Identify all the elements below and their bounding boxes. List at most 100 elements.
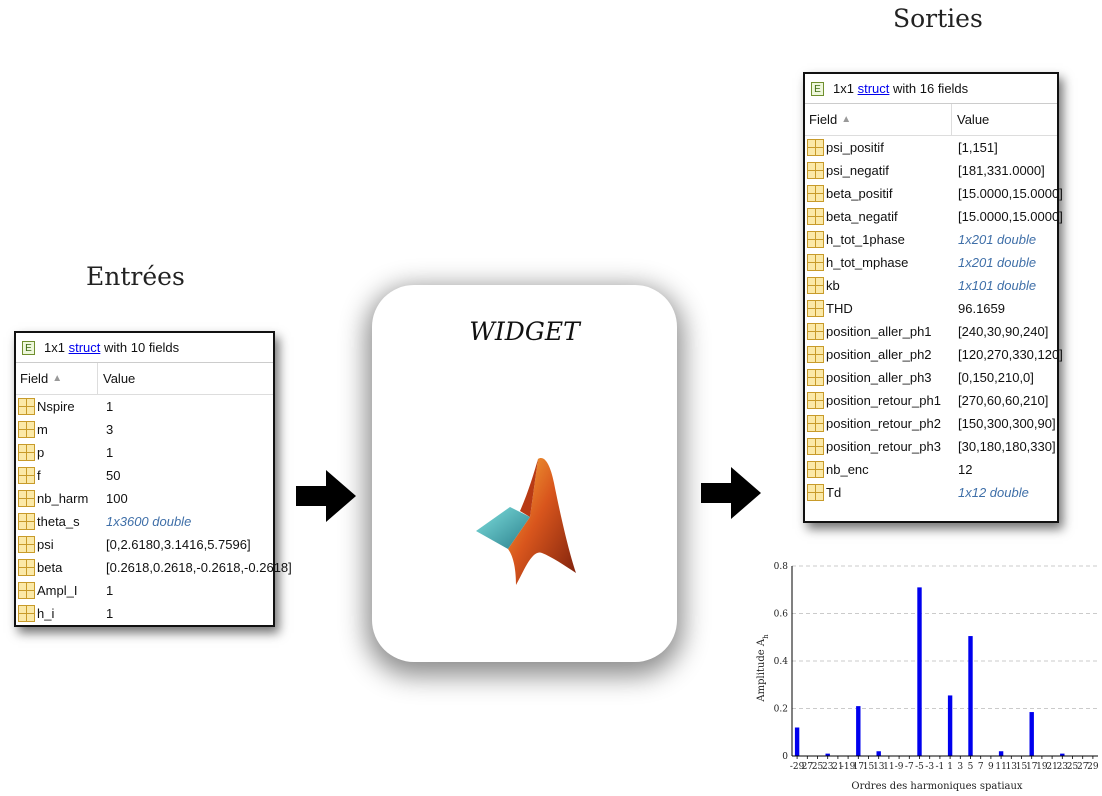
x-tick-label: 17: [853, 762, 865, 772]
struct-link[interactable]: struct: [857, 81, 890, 96]
field-row[interactable]: THD 96.1659: [805, 297, 1057, 320]
y-tick-label: 0.6: [774, 610, 789, 620]
field-name: beta_negatif: [826, 209, 898, 224]
x-tick-label: 21: [832, 762, 843, 772]
field-name: Td: [826, 485, 842, 500]
field-name: beta_positif: [826, 186, 893, 201]
field-grid-icon: [805, 162, 826, 179]
field-row[interactable]: beta_negatif [15.0000,15.0000]: [805, 205, 1063, 228]
x-tick-label: 23: [822, 762, 834, 772]
field-row[interactable]: beta_positif[15.0000,15.0000]: [805, 182, 1063, 205]
struct-icon: E: [811, 81, 824, 96]
field-row[interactable]: position_aller_ph3[0,150,210,0]: [805, 366, 1057, 389]
field-grid-icon: [16, 605, 37, 622]
x-tick-label: 7: [978, 762, 984, 772]
field-row[interactable]: beta[0.2618,0.2618,-0.2618,-0.2618]: [16, 556, 292, 579]
field-column-header[interactable]: Field▲: [16, 363, 98, 394]
field-grid-icon: [16, 559, 37, 576]
bar: [917, 587, 922, 756]
x-tick-label: 13: [873, 762, 885, 772]
field-row[interactable]: position_aller_ph1[240,30,90,240]: [805, 320, 1057, 343]
widget-box: WIDGET: [372, 285, 677, 662]
field-grid-icon: [805, 254, 826, 271]
column-header-row: Field▲ Value: [16, 363, 273, 395]
outputs-struct-panel: E 1x1 struct with 16 fields Field▲ Value…: [803, 72, 1063, 523]
field-row[interactable]: position_retour_ph3[30,180,180,330]: [805, 435, 1057, 458]
struct-link[interactable]: struct: [68, 340, 101, 355]
chart-axes: [791, 566, 1098, 759]
x-tick-label: 27: [802, 762, 814, 772]
y-axis-label: Amplitude Ah: [756, 634, 770, 703]
x-tick-label: 5: [968, 762, 974, 772]
field-value: [120,270,330,120]: [958, 347, 1063, 362]
bar: [968, 636, 973, 756]
widget-label: WIDGET: [469, 317, 580, 346]
field-row[interactable]: Td 1x12 double: [805, 481, 1057, 504]
field-value: 1x12 double: [958, 485, 1029, 500]
struct-header: E 1x1 struct with 10 fields: [16, 333, 273, 363]
field-row[interactable]: position_retour_ph2[150,300,300,90]: [805, 412, 1057, 435]
x-tick-label: 15: [863, 762, 875, 772]
value-column-header[interactable]: Value: [957, 112, 990, 127]
field-value: 100: [106, 491, 128, 506]
field-grid-icon: [805, 231, 826, 248]
column-header-row: Field▲ Value: [805, 104, 1057, 136]
y-tick-labels: 00.20.40.60.8: [774, 562, 789, 762]
field-value: [15.0000,15.0000]: [958, 209, 1063, 224]
x-tick-label: 15: [1016, 762, 1028, 772]
x-tick-label: 25: [812, 762, 824, 772]
field-row[interactable]: position_retour_ph1[270,60,60,210]: [805, 389, 1057, 412]
field-value: 1x101 double: [958, 278, 1037, 293]
x-tick-label: 13: [1006, 762, 1018, 772]
field-grid-icon: [16, 536, 37, 553]
field-row[interactable]: psi_negatif[181,331.0000]: [805, 159, 1057, 182]
field-value: 1: [106, 606, 114, 621]
field-name: THD: [826, 301, 853, 316]
field-grid-icon: [805, 415, 826, 432]
bar: [1060, 753, 1065, 756]
field-value: 96.1659: [958, 301, 1005, 316]
field-name: m: [37, 422, 48, 437]
field-value: [0.2618,0.2618,-0.2618,-0.2618]: [106, 560, 292, 575]
value-column-header[interactable]: Value: [103, 371, 136, 386]
field-row[interactable]: psi_positif[1,151]: [805, 136, 1057, 159]
sort-up-icon: ▲: [841, 114, 852, 125]
field-value: [0,2.6180,3.1416,5.7596]: [106, 537, 251, 552]
field-name: position_retour_ph2: [826, 416, 941, 431]
x-tick-label: 11: [995, 762, 1006, 772]
field-row[interactable]: psi[0,2.6180,3.1416,5.7596]: [16, 533, 273, 556]
inputs-struct-panel: E 1x1 struct with 10 fields Field▲ Value…: [14, 331, 292, 627]
matlab-logo-icon: [476, 458, 576, 585]
field-column-header[interactable]: Field▲: [805, 104, 952, 135]
field-row[interactable]: nb_harm 100: [16, 487, 273, 510]
field-name: psi_negatif: [826, 163, 889, 178]
x-tick-label: 11: [883, 762, 894, 772]
bar: [1029, 712, 1034, 756]
struct-header: E 1x1 struct with 16 fields: [805, 74, 1057, 104]
field-grid-icon: [805, 139, 826, 156]
field-value: 50: [106, 468, 121, 483]
sort-up-icon: ▲: [52, 373, 63, 384]
bar: [794, 727, 800, 756]
field-name: nb_harm: [37, 491, 89, 506]
field-name: position_aller_ph2: [826, 347, 932, 362]
field-name: nb_enc: [826, 462, 869, 477]
bar: [825, 753, 830, 756]
x-tick-label: 17: [1026, 762, 1038, 772]
field-value: 1: [106, 583, 114, 598]
field-row[interactable]: position_aller_ph2 [120,270,330,120]: [805, 343, 1063, 366]
right-arrow-icon: [296, 470, 356, 522]
